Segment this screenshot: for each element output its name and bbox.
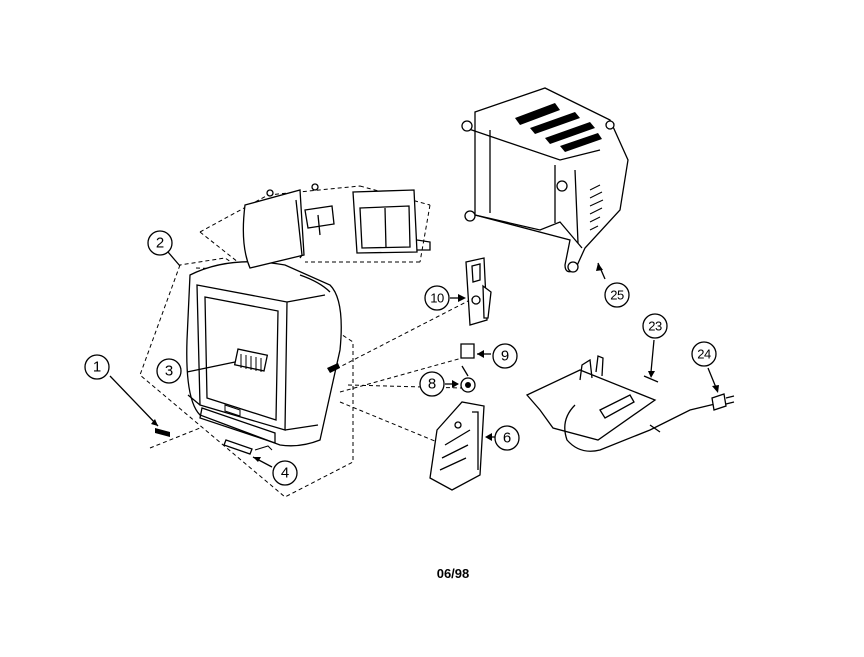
part-4-strip [223, 439, 273, 468]
callout-label-3: 3 [165, 363, 173, 380]
callout-label-25: 25 [610, 288, 624, 303]
callout-25: 25 [604, 282, 630, 308]
callout-label-1: 1 [93, 359, 101, 376]
part-1-badge [109, 375, 170, 437]
callout-8: 8 [419, 371, 445, 397]
callout-label-24: 24 [697, 347, 711, 362]
callout-1: 1 [84, 354, 110, 380]
part-10-bracket [450, 257, 492, 326]
part-25-rear-cabinet [461, 87, 629, 280]
part-6-side-bracket [429, 401, 498, 491]
upper-bracket-assembly [242, 183, 431, 269]
callout-2: 2 [147, 230, 181, 267]
callout-label-2: 2 [156, 235, 164, 252]
callout-label-23: 23 [648, 319, 662, 334]
callout-10: 10 [424, 285, 450, 311]
callout-label-10: 10 [430, 291, 444, 306]
callout-24: 24 [691, 341, 717, 367]
date-code: 06/98 [436, 566, 470, 581]
part-9-block [460, 343, 491, 359]
projection-lines [149, 299, 471, 449]
callout-label-8: 8 [428, 376, 436, 393]
callout-23: 23 [642, 313, 668, 339]
callout-label-9: 9 [501, 348, 509, 365]
part-3-control-board [186, 348, 269, 373]
chassis-board [525, 339, 735, 452]
callout-3: 3 [156, 358, 182, 384]
callout-4: 4 [272, 460, 298, 486]
screw [327, 363, 340, 373]
callout-label-6: 6 [503, 430, 511, 447]
callout-6: 6 [494, 425, 520, 451]
callout-label-4: 4 [281, 465, 289, 482]
callout-9: 9 [492, 343, 518, 369]
part-8-knob [445, 365, 476, 393]
